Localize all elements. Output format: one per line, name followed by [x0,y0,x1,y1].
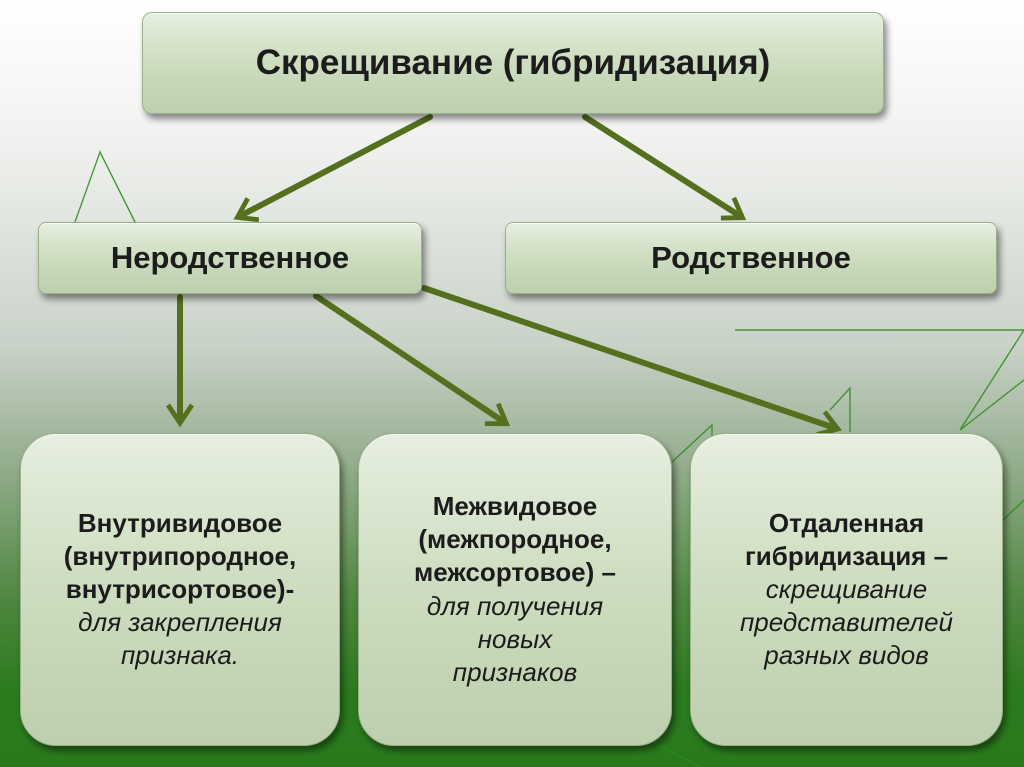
arrow-root-to-related [582,114,747,221]
interspecific-purpose-3: признаков [452,656,578,687]
decor-triangle-right [735,329,1024,431]
decor-lines-bottom-right [659,745,701,767]
distant-title-2: гибридизация – [744,540,949,571]
distant-definition-1: скрещивание [765,573,928,604]
interspecific-purpose-2: новых [477,623,553,654]
nonrelated-label: Неродственное [110,240,350,275]
interspecific-node: Межвидовое (межпородное, межсортовое) – … [358,433,672,746]
related-node: Родственное [505,222,997,294]
arrow-nonrelated-to-distant [421,285,842,437]
intraspecific-node: Внутривидовое (внутрипородное, внутрисор… [20,433,340,746]
interspecific-subtitle-2: межсортовое) – [414,557,616,588]
decor-lines-corner [1002,499,1024,521]
decor-triangle-left [74,150,136,223]
distant-definition-2: представителей [739,607,953,637]
intraspecific-subtitle-1: (внутрипородное, [63,540,297,571]
distant-hybridization-node: Отдаленная гибридизация – скрещивание пр… [690,433,1003,746]
intraspecific-subtitle-2: внутрисортовое)- [65,573,295,604]
root-node: Скрещивание (гибридизация) [142,12,884,114]
related-label: Родственное [651,240,851,275]
intraspecific-purpose-1: для закрепления [78,607,282,637]
intraspecific-title: Внутривидовое [77,507,283,538]
intraspecific-purpose-2: признака. [120,640,240,671]
decor-lines-mid [829,386,851,432]
distant-definition-3: разных видов [764,640,929,671]
interspecific-subtitle-1: (межпородное, [418,524,612,555]
arrow-root-to-nonrelated [233,114,433,223]
root-label: Скрещивание (гибридизация) [255,43,771,82]
nonrelated-node: Неродственное [38,222,422,294]
interspecific-title: Межвидовое [432,491,598,522]
arrow-nonrelated-to-interspecific [313,293,511,427]
distant-title-1: Отдаленная [768,507,925,538]
interspecific-purpose-1: для получения [426,590,604,621]
